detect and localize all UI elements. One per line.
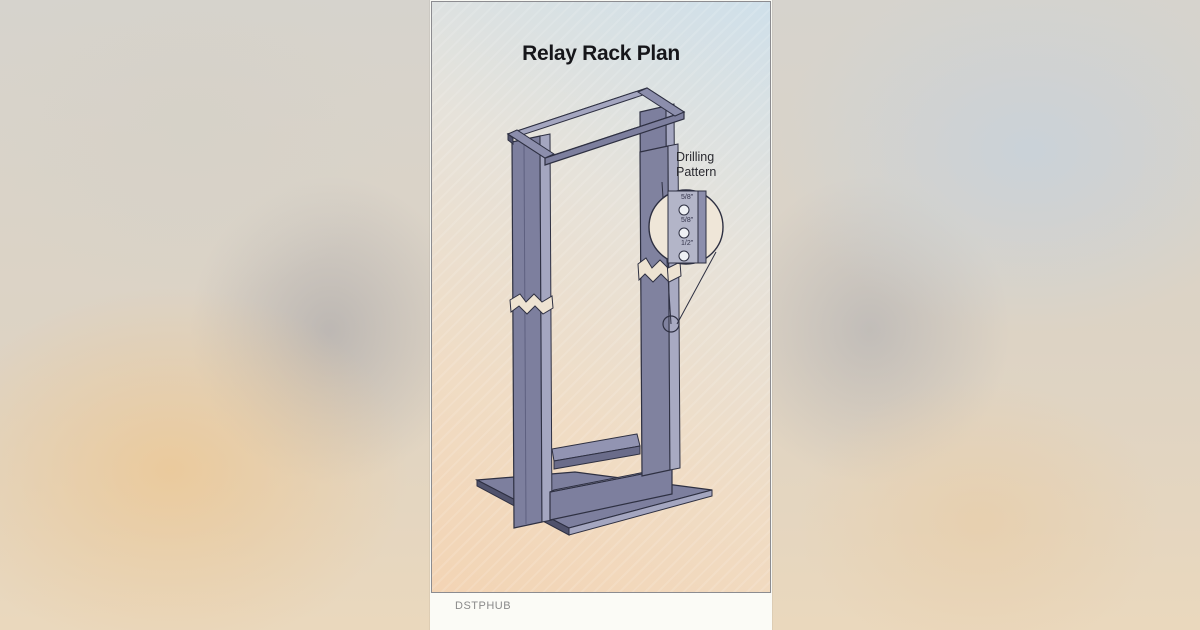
front-left-upright bbox=[511, 133, 553, 529]
callout-label-line2: Pattern bbox=[676, 165, 717, 179]
diagram-title: Relay Rack Plan bbox=[522, 42, 680, 65]
drilling-pattern-callout: 5/8" 5/8" 1/2" bbox=[648, 181, 724, 333]
relay-rack-illustration: 5/8" 5/8" 1/2" bbox=[474, 87, 724, 536]
drill-hole bbox=[678, 204, 690, 216]
break-marks bbox=[509, 257, 682, 315]
hole-spacing-label: 5/8" bbox=[681, 194, 694, 201]
hole-spacing-label: 5/8" bbox=[681, 217, 694, 224]
callout-target-circle bbox=[662, 315, 680, 333]
drill-hole bbox=[678, 250, 690, 262]
brand-watermark: DSTPHUB bbox=[455, 600, 512, 612]
callout-label-line1: Drilling bbox=[676, 150, 715, 164]
image-footer: DSTPHUB bbox=[430, 593, 772, 630]
drill-hole bbox=[678, 227, 690, 239]
top-frame bbox=[506, 87, 686, 166]
rear-bottom-crossbar bbox=[551, 433, 641, 470]
diagram-frame: Relay Rack Plan bbox=[431, 1, 771, 593]
callout-label: Drilling Pattern bbox=[676, 150, 746, 180]
hole-spacing-label: 1/2" bbox=[681, 240, 694, 247]
article-image-card: Relay Rack Plan bbox=[430, 0, 772, 630]
